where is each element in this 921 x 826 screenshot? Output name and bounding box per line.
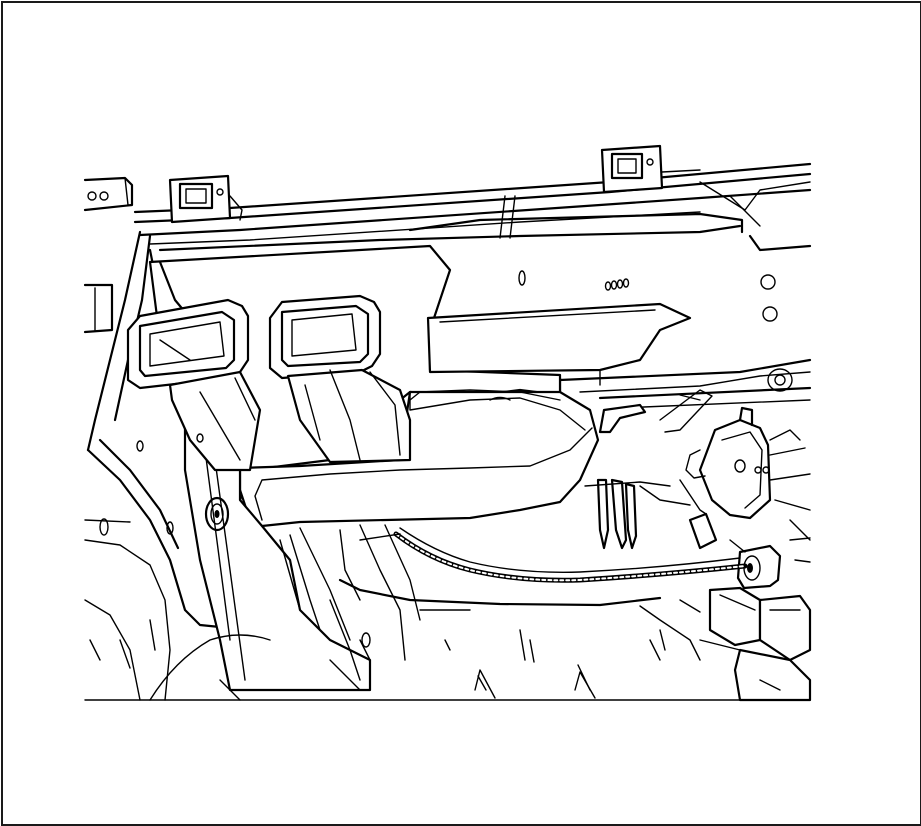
mounting-bracket-left xyxy=(170,176,242,222)
mounting-bolt xyxy=(197,434,228,530)
actuator-motor xyxy=(680,408,810,548)
heater-duct-outlet-right xyxy=(270,296,410,462)
heater-duct-outlet-left xyxy=(128,300,260,470)
mounting-bracket-right xyxy=(602,146,700,192)
floor-curve-left xyxy=(150,635,360,700)
dash-upper-rail xyxy=(135,164,810,250)
wire-harness xyxy=(360,528,745,580)
vent-slots-right xyxy=(606,279,629,290)
left-side-bracket xyxy=(85,178,132,332)
lower-right-components xyxy=(700,538,810,700)
right-clip xyxy=(585,390,712,548)
floor-panel xyxy=(85,580,810,700)
